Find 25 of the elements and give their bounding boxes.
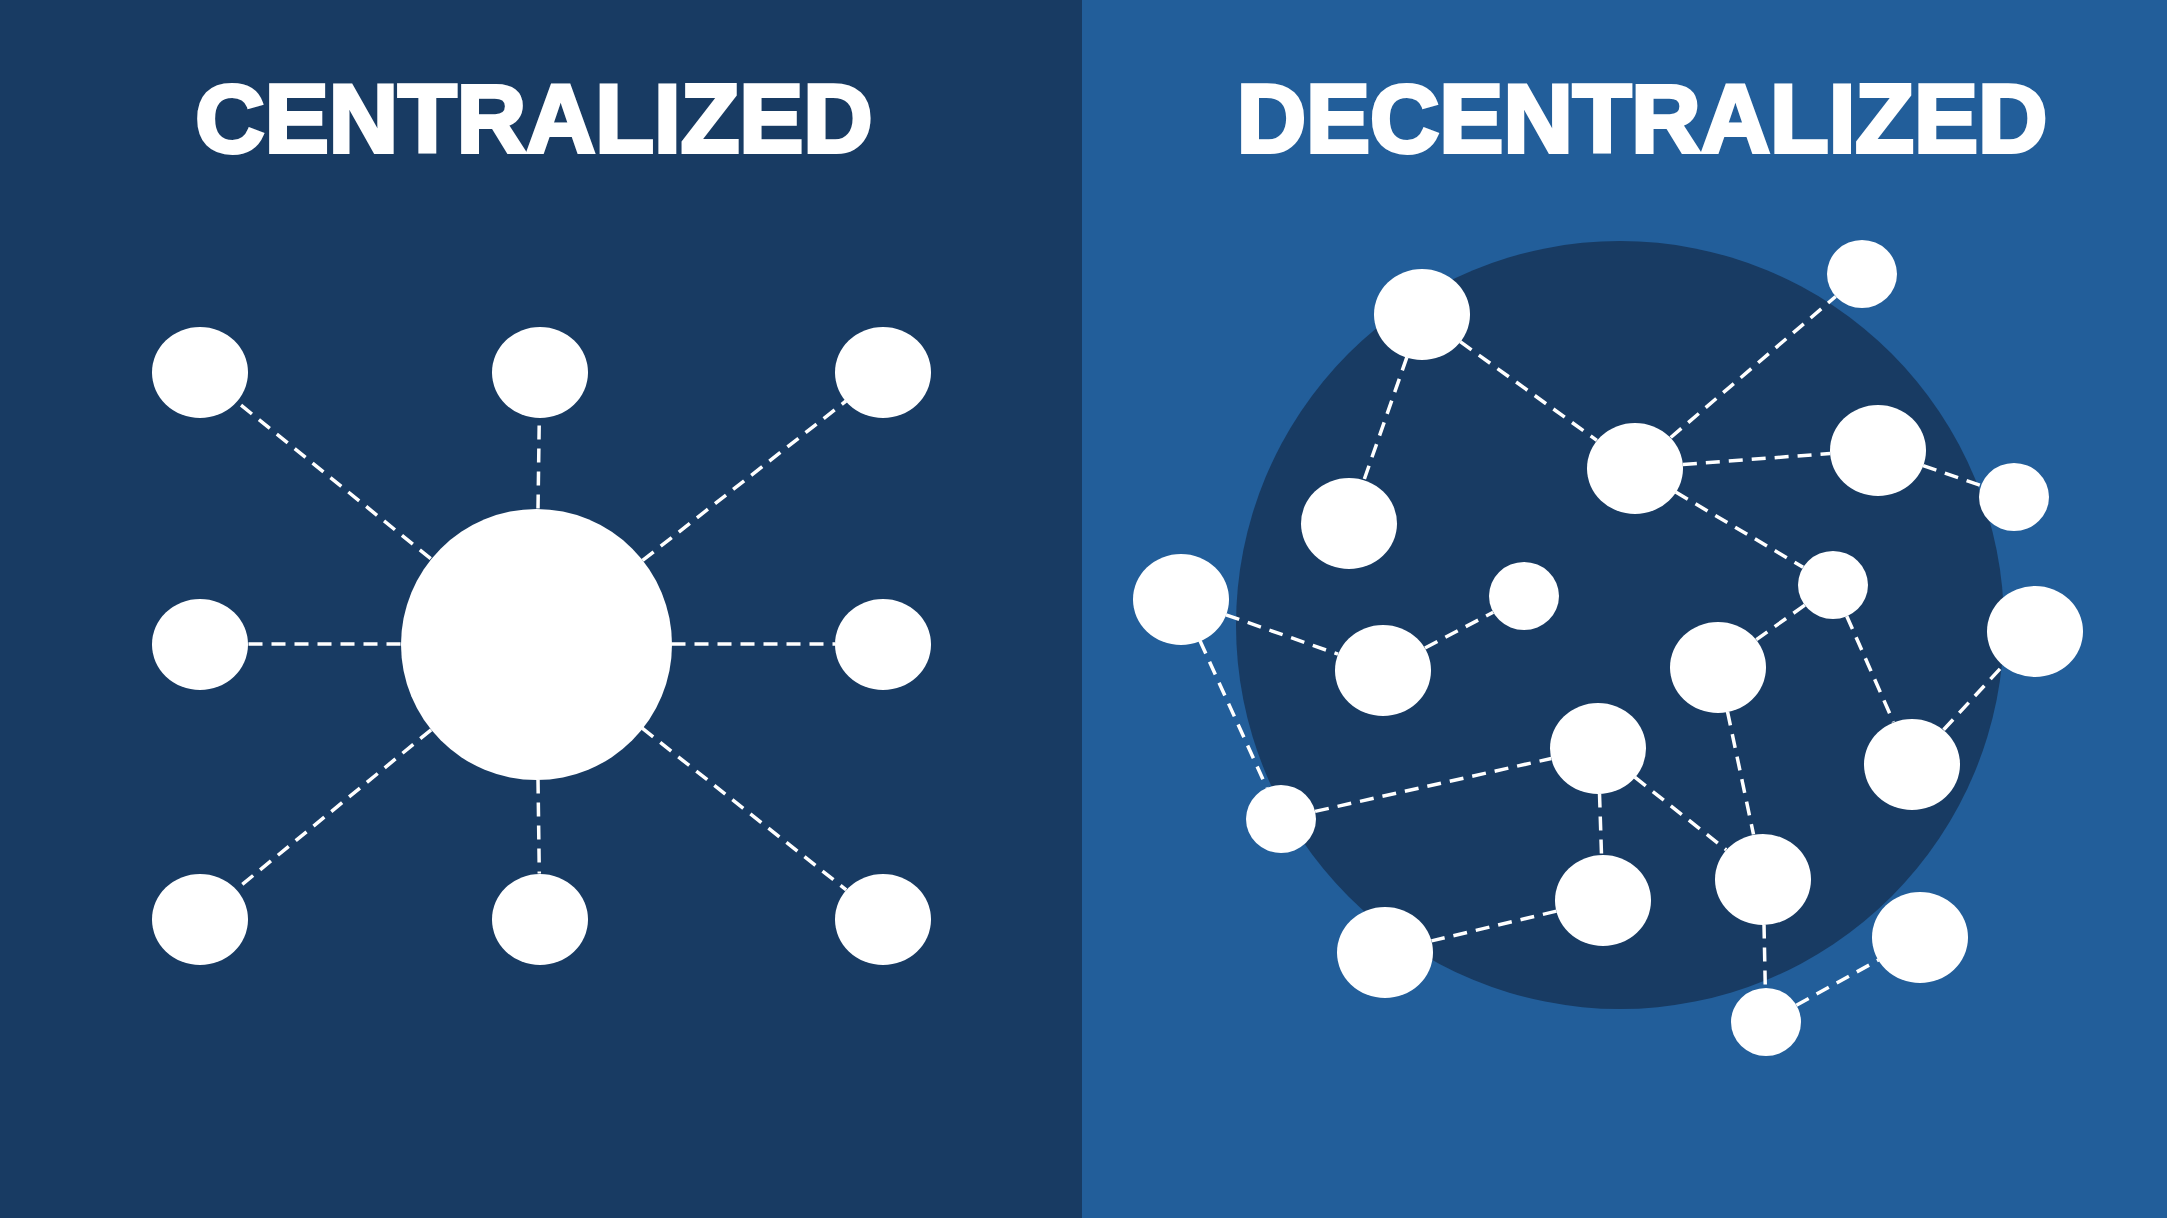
- dashed-line: [1795, 958, 1880, 1007]
- dashed-line: [641, 726, 848, 892]
- dashed-line: [1725, 711, 1756, 835]
- dashed-line: [1597, 793, 1604, 855]
- dashed-line: [1424, 610, 1494, 650]
- dashed-line: [1633, 775, 1728, 852]
- dashed-line: [671, 642, 835, 646]
- dashed-line: [1431, 909, 1557, 943]
- dashed-line: [536, 779, 542, 874]
- panel-title: CENTRALIZED: [195, 71, 873, 167]
- dashed-line: [1845, 615, 1896, 723]
- diagram-panel: [1082, 0, 2167, 1218]
- dashed-line: [1674, 490, 1804, 569]
- panel-title: DECENTRALIZED: [1236, 71, 2048, 167]
- dashed-line: [1682, 451, 1831, 467]
- dashed-line: [1669, 295, 1837, 439]
- dashed-line: [1459, 340, 1598, 442]
- dashed-line: [1314, 756, 1552, 814]
- dashed-line: [1755, 603, 1806, 642]
- dashed-line: [248, 642, 401, 646]
- dashed-line: [1362, 356, 1409, 481]
- dashed-line: [1922, 463, 1982, 488]
- dashed-line: [641, 399, 848, 562]
- node-circle: [1731, 988, 1801, 1056]
- dashed-line: [1225, 613, 1339, 656]
